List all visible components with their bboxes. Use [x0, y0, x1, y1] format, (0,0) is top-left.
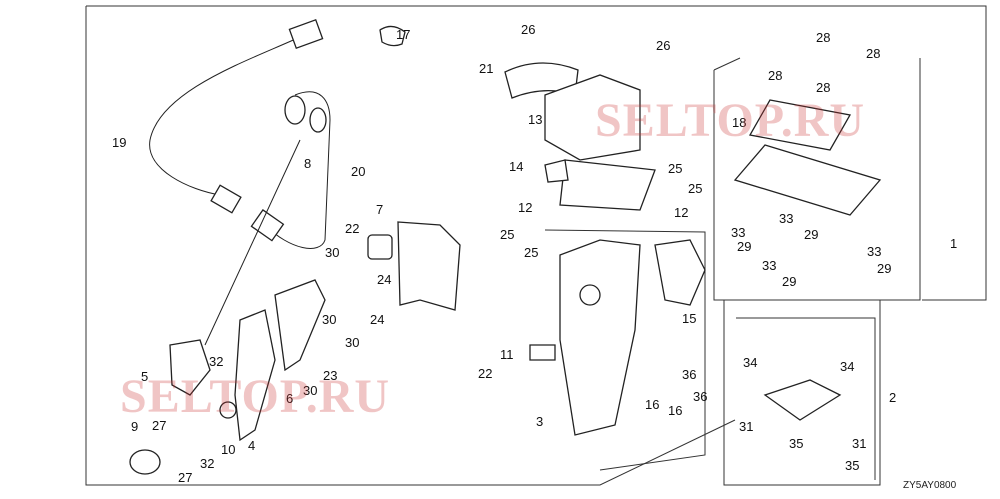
callout-10: 10 — [221, 442, 235, 457]
washer-10 — [219, 401, 237, 419]
callout-36: 36 — [693, 389, 707, 404]
assembly-2-frame — [723, 299, 881, 486]
callout-25: 25 — [500, 227, 514, 242]
plate-15 — [654, 239, 706, 306]
callout-30: 30 — [322, 312, 336, 327]
grip-5 — [169, 339, 211, 396]
main-frame — [85, 5, 987, 486]
group-frame — [544, 229, 706, 471]
callout-26: 26 — [656, 38, 670, 53]
callout-12: 12 — [674, 205, 688, 220]
callout-7: 7 — [376, 202, 383, 217]
wire-harness-20 — [250, 91, 331, 249]
callout-33: 33 — [867, 244, 881, 259]
callout-31: 31 — [852, 436, 866, 451]
callout-28: 28 — [816, 30, 830, 45]
callout-21: 21 — [479, 61, 493, 76]
callout-15: 15 — [682, 311, 696, 326]
callout-16: 16 — [668, 403, 682, 418]
callout-32: 32 — [200, 456, 214, 471]
cover-13 — [544, 74, 641, 161]
wire-harness-19 — [149, 18, 324, 214]
callout-23: 23 — [323, 368, 337, 383]
callout-33: 33 — [762, 258, 776, 273]
callout-17: 17 — [396, 27, 410, 42]
callout-31: 31 — [739, 419, 753, 434]
callout-20: 20 — [351, 164, 365, 179]
callout-25: 25 — [688, 181, 702, 196]
callout-33: 33 — [779, 211, 793, 226]
callout-25: 25 — [524, 245, 538, 260]
gasket — [733, 144, 882, 216]
watermark: SELTOP.RU — [120, 370, 390, 423]
callout-24: 24 — [377, 272, 391, 287]
callout-30: 30 — [303, 383, 317, 398]
spacer — [763, 379, 842, 421]
callout-29: 29 — [782, 274, 796, 289]
callout-4: 4 — [248, 438, 255, 453]
gasket — [397, 221, 461, 311]
callout-16: 16 — [645, 397, 659, 412]
callout-32: 32 — [209, 354, 223, 369]
callout-11: 11 — [500, 347, 514, 362]
callout-8: 8 — [304, 156, 311, 171]
lever-6 — [274, 279, 326, 372]
gasket-18 — [748, 99, 852, 151]
grommet-17 — [379, 25, 406, 47]
lever-4 — [234, 309, 276, 442]
callout-36: 36 — [682, 367, 696, 382]
callout-22: 22 — [345, 221, 359, 236]
callout-29: 29 — [804, 227, 818, 242]
callout-3: 3 — [536, 414, 543, 429]
callout-34: 34 — [840, 359, 854, 374]
shaft — [579, 284, 601, 306]
callout-30: 30 — [325, 245, 339, 260]
callout-9: 9 — [131, 419, 138, 434]
callout-2: 2 — [889, 390, 896, 405]
callout-14: 14 — [509, 159, 523, 174]
callout-24: 24 — [370, 312, 384, 327]
callout-30: 30 — [345, 335, 359, 350]
callout-1: 1 — [950, 236, 957, 251]
clip-14 — [544, 159, 569, 183]
callout-19: 19 — [112, 135, 126, 150]
callout-28: 28 — [768, 68, 782, 83]
leader-line — [204, 139, 301, 346]
callout-22: 22 — [478, 366, 492, 381]
callout-35: 35 — [789, 436, 803, 451]
callout-28: 28 — [816, 80, 830, 95]
callout-33: 33 — [731, 225, 745, 240]
callout-26: 26 — [521, 22, 535, 37]
callout-29: 29 — [877, 261, 891, 276]
callout-12: 12 — [518, 200, 532, 215]
clip-11 — [529, 344, 556, 361]
callout-25: 25 — [668, 161, 682, 176]
bracket-12 — [559, 159, 656, 211]
control-box-3 — [559, 239, 641, 436]
callout-6: 6 — [286, 391, 293, 406]
watermark: SELTOP.RU — [595, 94, 865, 147]
callout-27: 27 — [178, 470, 192, 485]
knob-9 — [129, 449, 161, 475]
callout-27: 27 — [152, 418, 166, 433]
callout-5: 5 — [141, 369, 148, 384]
callout-34: 34 — [743, 355, 757, 370]
callout-35: 35 — [845, 458, 859, 473]
callout-13: 13 — [528, 112, 542, 127]
callout-28: 28 — [866, 46, 880, 61]
switch-7 — [367, 234, 393, 260]
callout-29: 29 — [737, 239, 751, 254]
callout-18: 18 — [732, 115, 746, 130]
diagram-code: ZY5AY0800 — [903, 480, 957, 491]
